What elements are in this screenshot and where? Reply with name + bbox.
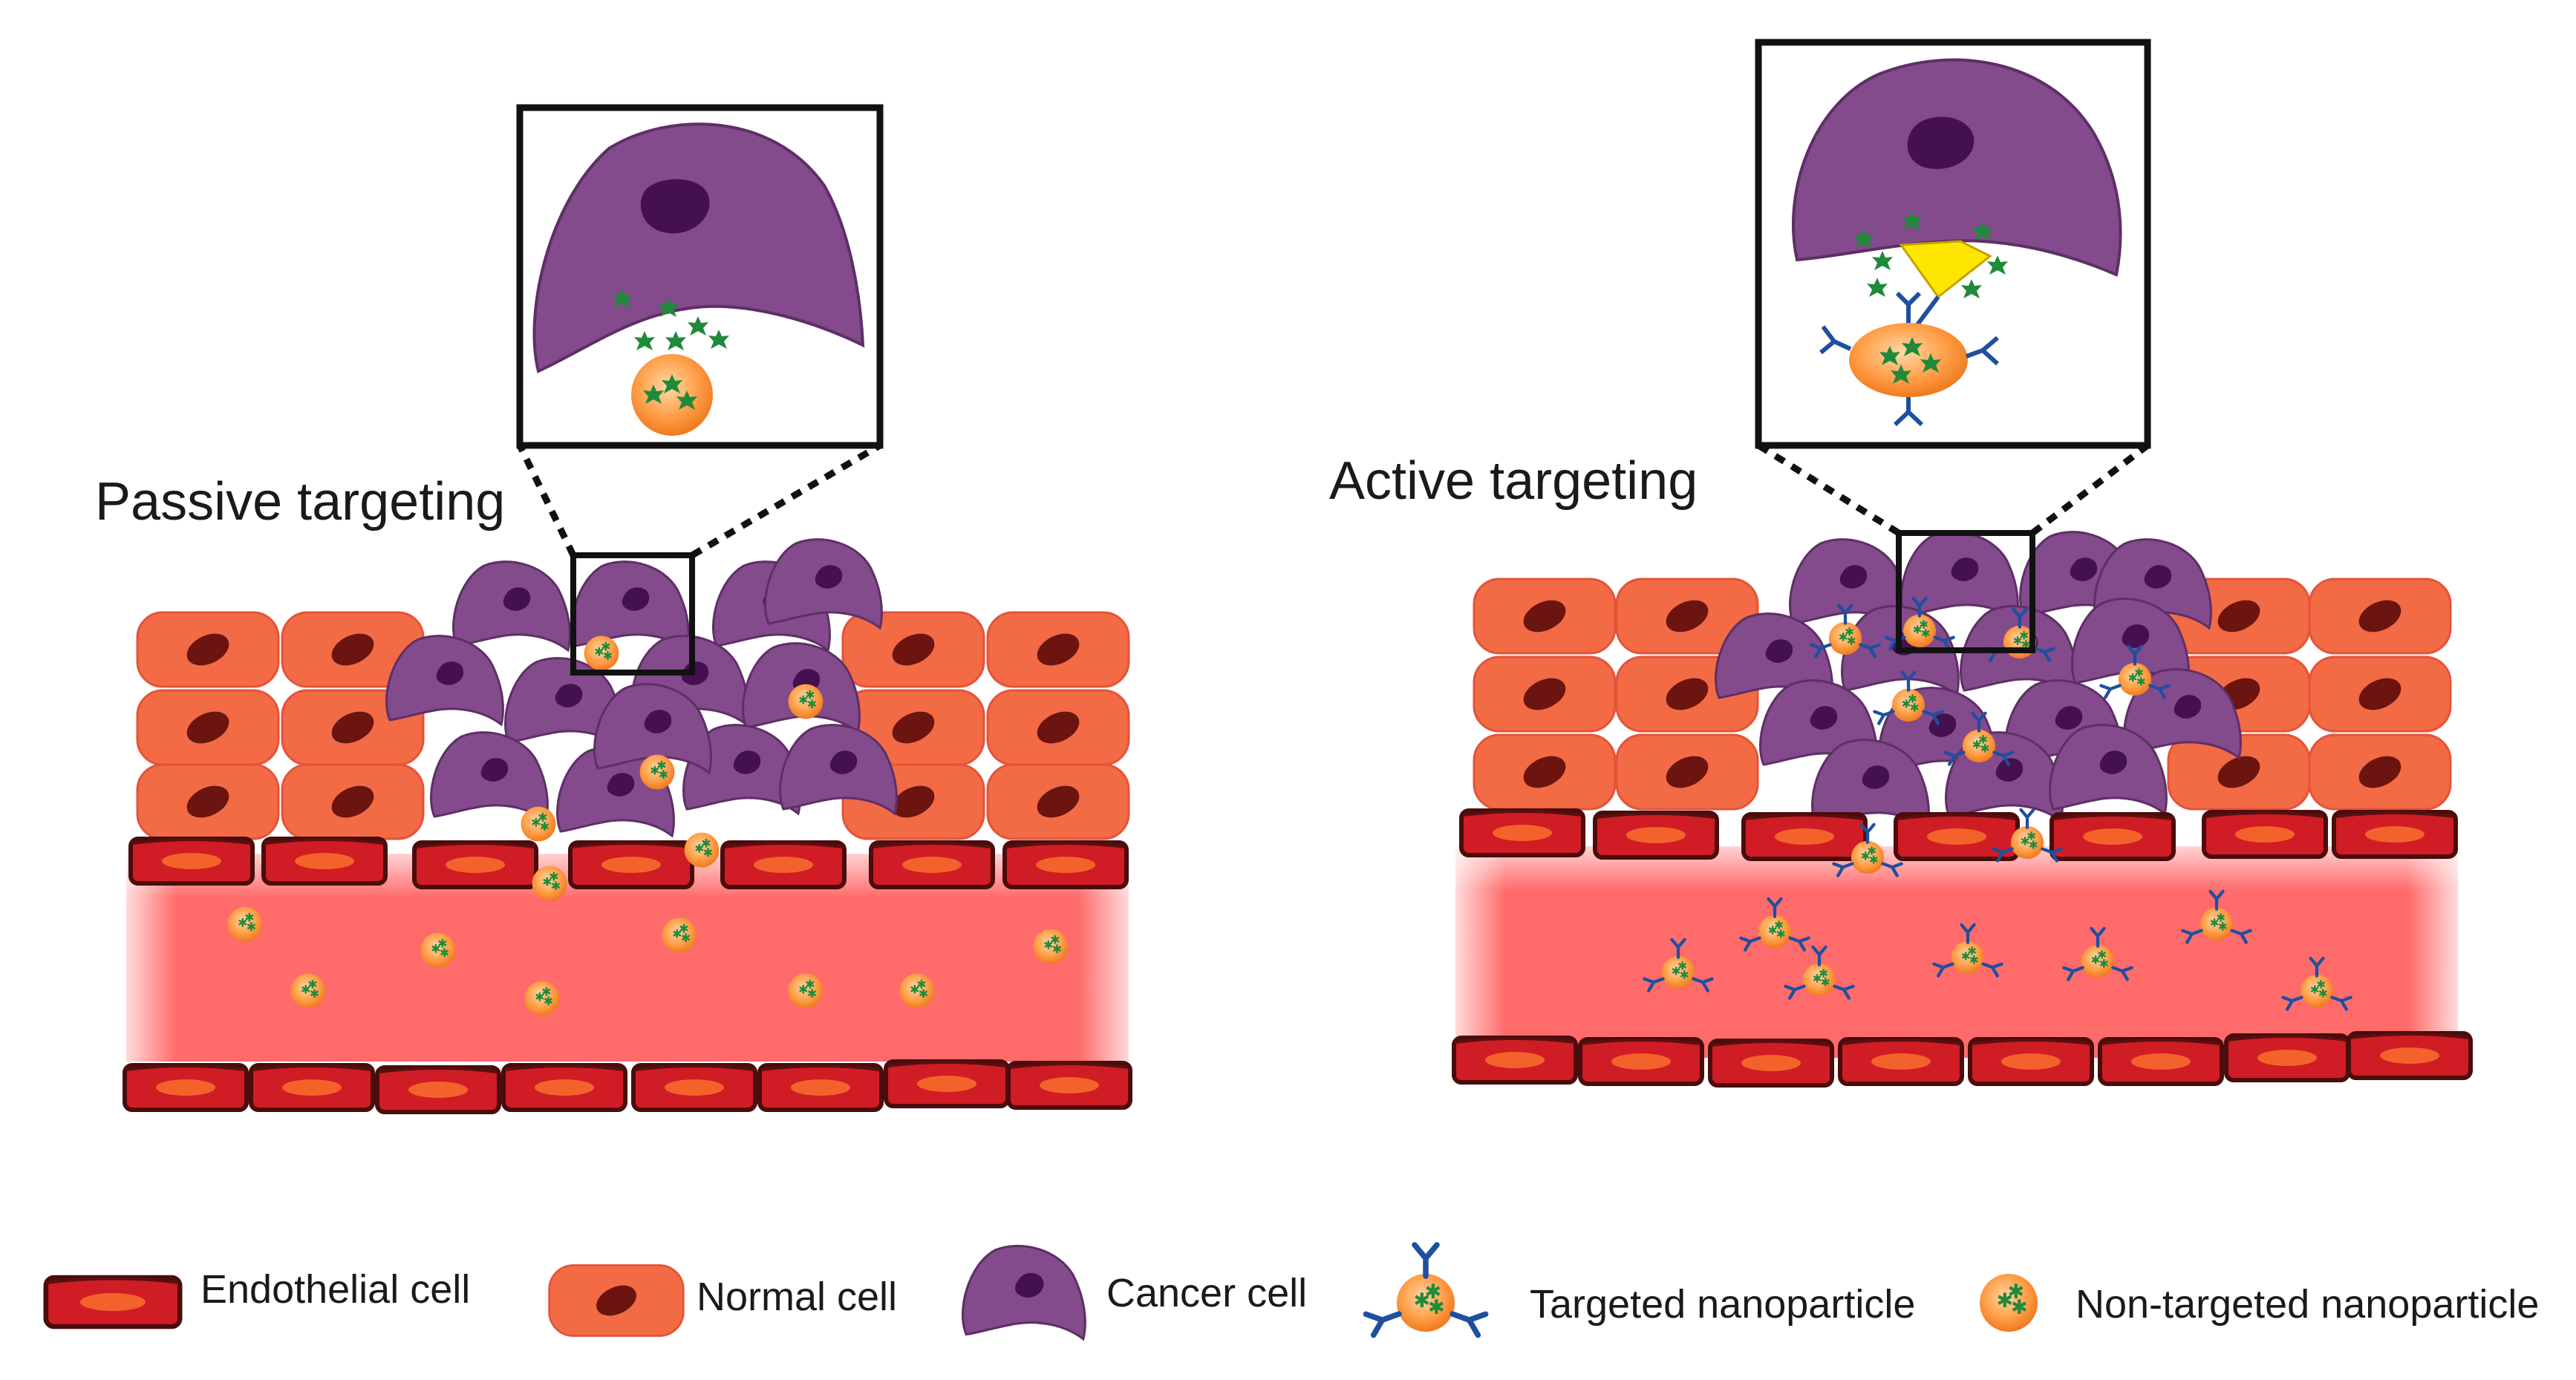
active-normal-cells-left bbox=[1473, 578, 1759, 811]
passive-panel: Passive targeting bbox=[95, 104, 1130, 1112]
active-zoom-region bbox=[1896, 530, 2035, 653]
targeted-nanoparticle-icon bbox=[1366, 1245, 1485, 1335]
legend-item-nontargeted: Non-targeted nanoparticle bbox=[1980, 1274, 2539, 1332]
non-targeted-nanoparticle-icon bbox=[1980, 1274, 2038, 1332]
legend-item-targeted: Targeted nanoparticle bbox=[1366, 1245, 1915, 1335]
active-inset bbox=[1755, 39, 2151, 449]
legend: Endothelial cell Normal cell Cancer cell… bbox=[46, 1244, 2539, 1341]
active-endothelium-bottom bbox=[1454, 1033, 2471, 1085]
legend-item-cancer: Cancer cell bbox=[961, 1244, 1307, 1341]
active-endothelium-top bbox=[1461, 811, 2456, 859]
passive-inset bbox=[516, 104, 884, 449]
passive-zoom-region bbox=[570, 552, 695, 676]
passive-tumor-cells bbox=[385, 538, 898, 837]
legend-item-normal: Normal cell bbox=[548, 1264, 897, 1337]
passive-endothelium-top bbox=[131, 839, 1126, 887]
passive-title: Passive targeting bbox=[95, 472, 505, 532]
legend-label-endothelial: Endothelial cell bbox=[200, 1267, 470, 1312]
receptor-shape bbox=[1899, 240, 1992, 299]
legend-label-cancer: Cancer cell bbox=[1106, 1271, 1307, 1315]
active-panel: Active targeting bbox=[1329, 39, 2471, 1085]
legend-item-endothelial: Endothelial cell bbox=[46, 1267, 470, 1327]
passive-endothelium-bottom bbox=[125, 1062, 1130, 1112]
legend-label-normal: Normal cell bbox=[697, 1275, 897, 1319]
passive-normal-cells-left bbox=[136, 611, 425, 840]
legend-label-nontargeted: Non-targeted nanoparticle bbox=[2076, 1282, 2539, 1327]
active-zoom-lines bbox=[1756, 442, 2150, 536]
passive-zoom-lines bbox=[516, 442, 882, 558]
active-title: Active targeting bbox=[1329, 451, 1698, 511]
legend-label-targeted: Targeted nanoparticle bbox=[1530, 1282, 1915, 1327]
endothelial-cell-icon bbox=[46, 1278, 180, 1327]
active-tumor-cells bbox=[1714, 531, 2242, 830]
cancer-cell-icon bbox=[961, 1244, 1086, 1341]
normal-cell-icon bbox=[548, 1264, 685, 1337]
